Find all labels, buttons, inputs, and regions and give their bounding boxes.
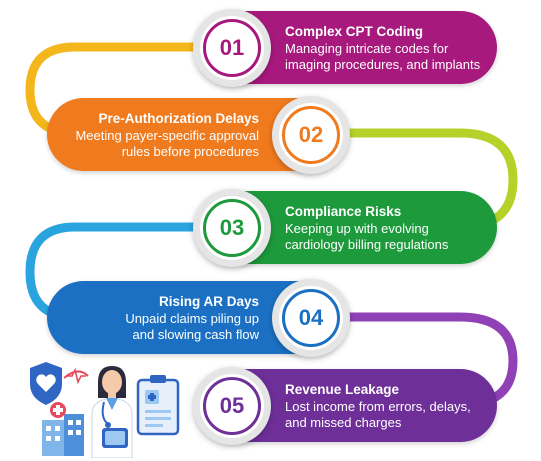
step-3-number-badge: 03 — [193, 189, 271, 267]
step-5-number-badge: 05 — [193, 367, 271, 445]
step-2-description: Meeting payer-specific approval rules be… — [75, 128, 259, 159]
step-4-number: 04 — [298, 305, 324, 330]
step-4-title: Rising AR Days — [158, 294, 259, 309]
step-5-description: Lost income from errors, delays, and mis… — [285, 399, 471, 430]
hospital-icon — [42, 402, 84, 456]
step-4-number-badge: 04 — [272, 279, 350, 357]
step-1-description: Managing intricate codes for imaging pro… — [285, 41, 481, 72]
doctor-icon — [91, 366, 133, 458]
step-5-number: 05 — [219, 393, 245, 418]
step-1-number: 01 — [219, 35, 245, 60]
heart-shield-icon — [30, 362, 89, 405]
step-1-number-badge: 01 — [193, 9, 271, 87]
step-4-description: Unpaid claims piling up and slowing cash… — [125, 311, 259, 342]
step-3-number: 03 — [219, 215, 245, 240]
step-3-description: Keeping up with evolving cardiology bill… — [285, 221, 449, 252]
step-1-title: Complex CPT Coding — [285, 24, 423, 39]
step-2-title: Pre-Authorization Delays — [98, 111, 259, 126]
step-2-number: 02 — [298, 122, 324, 147]
healthcare-illustration — [30, 362, 180, 458]
step-5-title: Revenue Leakage — [285, 382, 400, 397]
step-2-number-badge: 02 — [272, 96, 350, 174]
clipboard-icon — [136, 375, 180, 436]
step-3-title: Compliance Risks — [285, 204, 402, 219]
